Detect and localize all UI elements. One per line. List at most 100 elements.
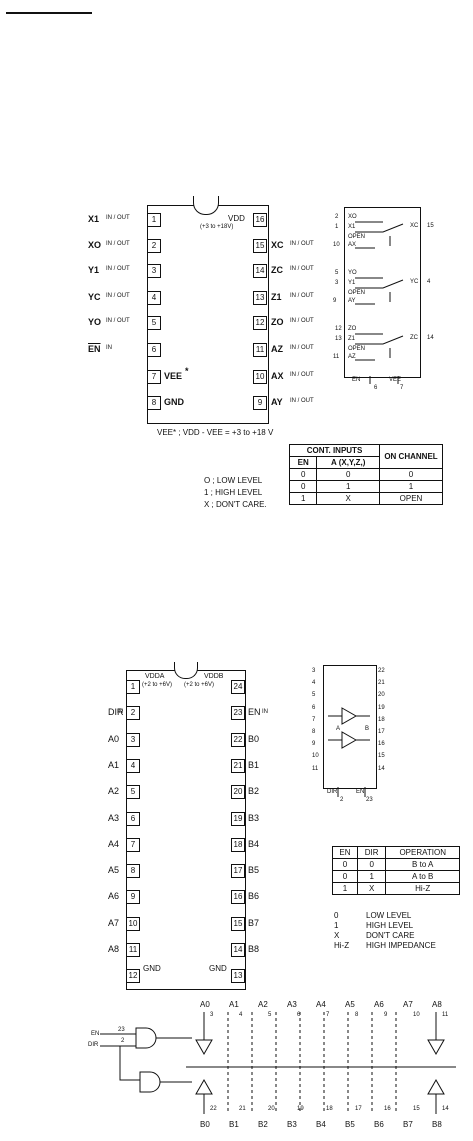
buf-left-pin: 9 [312,741,316,748]
ic2-right-name: B4 [248,838,260,849]
ic2-pin-14: 14 [231,943,245,957]
tt2-legend-key: Hi-Z [334,941,350,950]
ic2-left-name: A7 [108,917,120,928]
ic2-notch [174,662,198,679]
ic2-pin-17: 17 [231,864,245,879]
ic1-left-name: X1 [88,214,100,224]
tt1-cell: OPEN [379,492,443,505]
sw-pout: 14 [427,335,434,341]
bot-a-pin: 8 [355,1012,359,1018]
sw-pin: 2 [335,214,339,220]
ic1-left-io: IN / OUT [106,266,130,272]
ic1-left-name: YO [88,317,102,327]
bot-b-label: B1 [229,1120,239,1129]
ic1-right-name: ZC [271,265,283,275]
ic2-vdda-range: (+2 to +6V) [142,682,173,688]
buf-links [328,715,370,741]
ic1-pin-10: 10 [253,370,267,384]
ic1-vdd-label: VDD [228,214,245,223]
sw-pin: 5 [335,270,339,276]
bot-a-label: A4 [316,1000,326,1009]
ic1-pin-12: 12 [253,316,267,330]
ic2-pin-8: 8 [126,864,140,879]
ic2-left-name: A1 [108,759,120,770]
ic1-pin7-mark: * [185,366,189,376]
bot-a-pin: 3 [210,1012,214,1018]
tt1-cell: 1 [288,492,318,505]
ic1-right-name: Z1 [271,292,282,302]
bot-b-label: B7 [403,1120,413,1129]
tt2-cell: Hi-Z [385,882,460,895]
buf-left-pin: 5 [312,692,316,699]
tt2-legend-val: HIGH IMPEDANCE [366,941,436,950]
ic1-right-io: IN / OUT [290,345,314,351]
buf-dir-label: DIR [327,789,338,795]
ic1-left-io: IN / OUT [106,241,130,247]
sw-label: Z1 [348,336,356,342]
buf-left-pin: 10 [312,753,319,760]
bot-a-pin: 11 [442,1012,449,1018]
sw-z-lines [355,333,404,361]
bot-b-label: B4 [316,1120,326,1129]
ic1-right-io: IN / OUT [290,293,314,299]
ic2-left-name: A5 [108,865,120,876]
sw-bottom-leads [369,376,399,384]
bot-p23: 23 [118,1027,125,1033]
ic2-pin-16: 16 [231,890,245,905]
ic2-left-name: A2 [108,786,120,797]
bot-a-pin: 10 [413,1012,420,1018]
bot-a-pin: 6 [297,1012,301,1018]
buf-left-pin: 8 [312,729,316,735]
bot-a-label: A5 [345,1000,355,1009]
ic2-right-name: B6 [248,891,260,902]
sw-label: X1 [348,224,356,230]
bot-b-label: B0 [200,1120,210,1129]
sw-x-lines [355,221,404,249]
sw-pout: 15 [427,223,434,229]
ic2-pin-20: 20 [231,785,245,800]
bot-b-pin: 20 [268,1106,275,1112]
bot-a-label: A2 [258,1000,268,1009]
ic1-left-name: Y1 [88,265,100,275]
sw-pin: 10 [333,242,340,248]
bot-a-pin: 4 [239,1012,243,1018]
ic2-left-name: A8 [108,944,120,954]
ic2-pin-19: 19 [231,811,245,826]
ic1-pin-15: 15 [253,239,267,253]
ic2-pin-23: 23 [231,706,245,721]
sw-pin-vee: 7 [400,385,404,391]
bot-b-label: B5 [345,1120,355,1129]
ic2-right-name: B2 [248,786,260,797]
ic2-pin-3: 3 [126,732,140,747]
sw-y-lines [355,277,404,305]
sw-vee-label: VEE [389,377,402,383]
switch-box [344,207,421,378]
ic2-left-name: A6 [108,891,120,902]
bot-p2: 2 [121,1038,125,1044]
ic2-vdda: VDDA [145,673,165,680]
sw-pout: 4 [427,279,431,285]
ic2-body [126,670,246,990]
bot-gate-link [119,1046,140,1081]
buf-left-pin: 3 [312,668,316,674]
bot-and-gate-2 [139,1071,161,1093]
bot-en: EN [91,1031,100,1037]
tt2-cell: 1 [332,882,358,895]
ic2-pin-2: 2 [126,706,140,721]
bot-b-label: B2 [258,1120,268,1129]
ic1-pin-14: 14 [253,264,267,278]
ic2-left-name: A0 [108,733,120,744]
sw-label: YO [348,270,357,276]
ic2-pin-12: 12 [126,969,140,984]
buffer-box [323,665,377,789]
ic2-pin-24: 24 [231,680,245,694]
ic2-right-name: B8 [248,944,260,954]
bot-b-label: B3 [287,1120,297,1129]
tt1-h2: ON CHANNEL [379,444,443,469]
ic2-left-name: A4 [108,838,120,849]
ic1-right-name: AX [271,371,284,381]
sw-open: OPEN [348,346,366,352]
bot-a-label: A0 [200,1000,210,1009]
bot-a-label: A1 [229,1000,239,1009]
